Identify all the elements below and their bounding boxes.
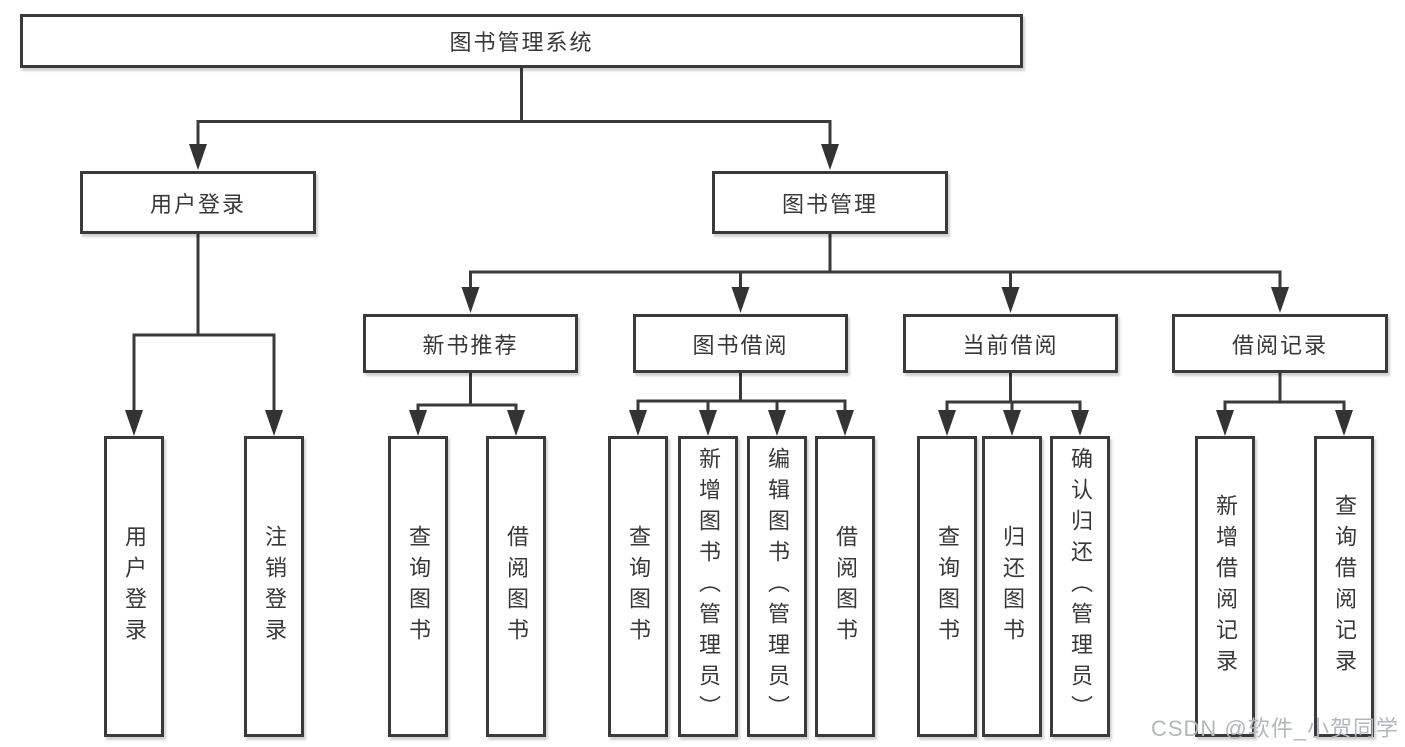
node-label: 归还图书 bbox=[1000, 524, 1025, 649]
arrowhead-icon bbox=[1271, 287, 1289, 313]
node-book-borrowing: 图书借阅 bbox=[633, 314, 848, 373]
arrowhead-icon bbox=[821, 144, 839, 170]
node-new-book-recommendation: 新书推荐 bbox=[363, 314, 578, 373]
connector-book-management-to-level3 bbox=[461, 234, 1289, 313]
leaf-confirm-return-admin: 确认归还（管理员） bbox=[1050, 436, 1110, 737]
arrowhead-icon bbox=[409, 410, 427, 436]
node-label: 新增图书（管理员） bbox=[696, 447, 721, 726]
arrowhead-icon bbox=[731, 287, 750, 313]
node-user-login: 用户登录 bbox=[80, 171, 316, 234]
csdn-watermark: CSDN @软件_小贺同学 bbox=[1150, 716, 1399, 741]
node-borrowing-records: 借阅记录 bbox=[1172, 314, 1388, 373]
leaf-query-books-current: 查询图书 bbox=[917, 436, 977, 737]
arrowhead-icon bbox=[836, 410, 854, 436]
arrowhead-icon bbox=[938, 410, 956, 436]
arrowhead-icon bbox=[125, 410, 143, 436]
arrowhead-icon bbox=[629, 410, 647, 436]
connector-root-to-level2 bbox=[189, 68, 839, 170]
leaf-borrow-books-newbooks: 借阅图书 bbox=[486, 436, 546, 737]
leaf-query-books-borrowing: 查询图书 bbox=[608, 436, 668, 737]
connector-user-login-to-leaves bbox=[125, 234, 283, 436]
arrowhead-icon bbox=[699, 410, 717, 436]
arrowhead-icon bbox=[1003, 410, 1021, 436]
leaf-edit-books-admin: 编辑图书（管理员） bbox=[747, 436, 807, 737]
node-library-management-system: 图书管理系统 bbox=[20, 14, 1023, 68]
connector-current-borrowing-to-leaves bbox=[938, 373, 1089, 436]
node-label: 查询图书 bbox=[626, 524, 651, 649]
node-label: 借阅记录 bbox=[1231, 332, 1328, 358]
node-label: 新增借阅记录 bbox=[1213, 493, 1238, 680]
leaf-logout: 注销登录 bbox=[244, 436, 304, 737]
arrowhead-icon bbox=[1071, 410, 1089, 436]
arrowhead-icon bbox=[768, 410, 786, 436]
node-label: 图书管理 bbox=[781, 191, 878, 217]
node-label: 借阅图书 bbox=[504, 524, 529, 649]
node-label: 用户登录 bbox=[122, 524, 147, 649]
leaf-return-books: 归还图书 bbox=[982, 436, 1042, 737]
arrowhead-icon bbox=[507, 410, 525, 436]
connector-new-books-to-leaves bbox=[409, 373, 525, 436]
node-book-management: 图书管理 bbox=[712, 171, 948, 234]
node-label: 借阅图书 bbox=[833, 524, 858, 649]
node-label: 图书管理系统 bbox=[449, 30, 594, 55]
arrowhead-icon bbox=[1335, 410, 1353, 436]
leaf-borrow-books-borrowing: 借阅图书 bbox=[815, 436, 875, 737]
node-label: 查询图书 bbox=[935, 524, 960, 649]
leaf-add-borrow-record: 新增借阅记录 bbox=[1195, 436, 1255, 737]
node-label: 注销登录 bbox=[262, 524, 287, 649]
connector-borrow-records-to-leaves bbox=[1216, 373, 1353, 436]
arrowhead-icon bbox=[189, 144, 207, 170]
node-current-borrowing: 当前借阅 bbox=[903, 314, 1118, 373]
leaf-user-login: 用户登录 bbox=[104, 436, 164, 737]
leaf-query-borrow-record: 查询借阅记录 bbox=[1314, 436, 1374, 737]
node-label: 新书推荐 bbox=[422, 332, 519, 358]
leaf-query-books-newbooks: 查询图书 bbox=[388, 436, 448, 737]
leaf-add-books-admin: 新增图书（管理员） bbox=[678, 436, 738, 737]
node-label: 当前借阅 bbox=[962, 332, 1059, 358]
connector-book-borrowing-to-leaves bbox=[629, 373, 854, 436]
arrowhead-icon bbox=[1216, 410, 1234, 436]
node-label: 图书借阅 bbox=[692, 332, 789, 358]
node-label: 查询图书 bbox=[406, 524, 431, 649]
node-label: 查询借阅记录 bbox=[1332, 493, 1357, 680]
arrowhead-icon bbox=[1001, 287, 1020, 313]
arrowhead-icon bbox=[461, 287, 480, 313]
node-label: 编辑图书（管理员） bbox=[765, 447, 790, 726]
node-label: 用户登录 bbox=[149, 191, 246, 217]
node-label: 确认归还（管理员） bbox=[1068, 447, 1093, 726]
arrowhead-icon bbox=[265, 410, 283, 436]
